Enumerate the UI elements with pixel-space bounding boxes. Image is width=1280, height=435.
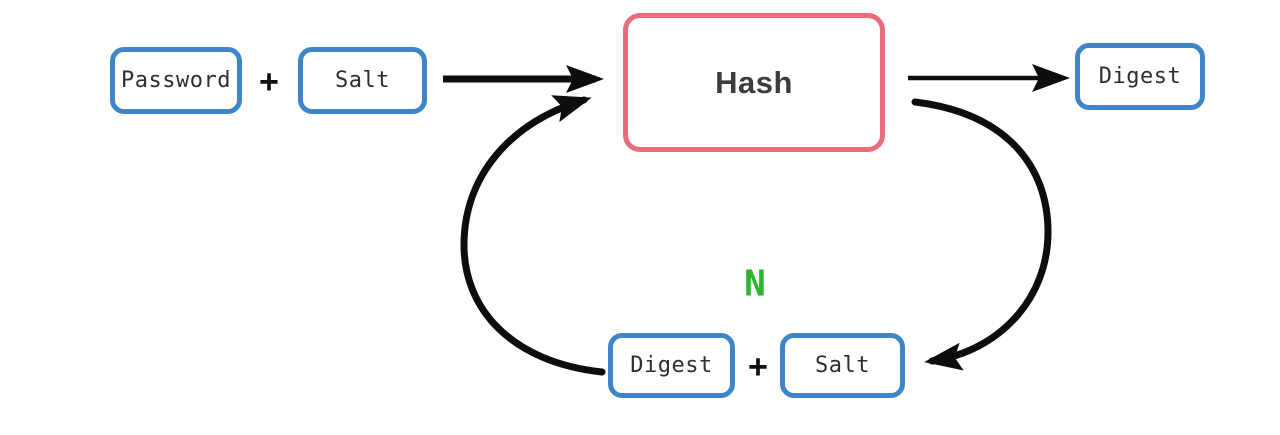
plus-operator-loop: + bbox=[748, 347, 768, 385]
salt-feedback-box: Salt bbox=[780, 333, 905, 398]
salt-input-label: Salt bbox=[335, 68, 390, 93]
password-box: Password bbox=[110, 47, 242, 114]
digest-feedback-box: Digest bbox=[608, 333, 735, 398]
salt-input-box: Salt bbox=[298, 47, 427, 114]
digest-output-label: Digest bbox=[1098, 64, 1182, 89]
loop-left-arrow bbox=[460, 95, 606, 376]
hash-label: Hash bbox=[715, 64, 793, 100]
loop-right-arrow bbox=[911, 98, 1052, 371]
hash-box: Hash bbox=[623, 13, 885, 152]
plus-operator-top: + bbox=[259, 62, 279, 100]
digest-feedback-label: Digest bbox=[630, 353, 713, 378]
salt-feedback-label: Salt bbox=[815, 353, 870, 378]
iteration-count-label: N bbox=[744, 263, 766, 305]
digest-output-box: Digest bbox=[1075, 43, 1205, 110]
password-label: Password bbox=[121, 68, 231, 93]
